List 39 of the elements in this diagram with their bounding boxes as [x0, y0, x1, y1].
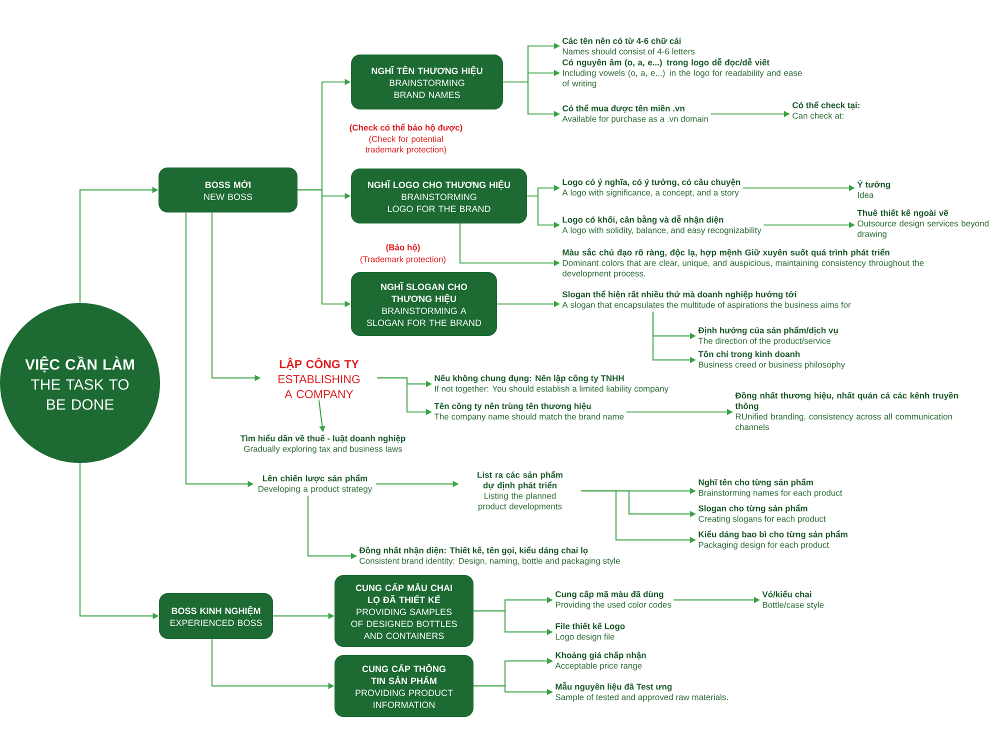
- note-text: Ý tưởng Idea: [857, 180, 890, 198]
- note-text: Vỏ/kiểu chai Bottle/case style: [762, 590, 824, 610]
- process-box: BOSS KINH NGHIỆM EXPERIENCED BOSS: [159, 592, 273, 639]
- note-text: Thuê thiết kế ngoài vẽ Outsource design services beyond drawing: [857, 209, 988, 239]
- note-text: Đồng nhất nhận diện: Thiết kế, tên gọi, kiểu dáng chai lọ Consistent brand identity: Design, naming, bottle and packaging style: [359, 546, 620, 566]
- note-text: Kiểu dáng bao bì cho từng sản phẩm Packaging design for each product: [698, 530, 848, 550]
- note-text: Có nguyên âm (o, a, e...) trong logo dễ đọc/dễ viết Including vowels (o, a, e...) in the logo for readability and ease of writing: [562, 58, 802, 88]
- process-box: NGHĨ TÊN THƯƠNG HIỆU BRAINSTORMING BRAND NAMES: [351, 54, 503, 110]
- note-text: Cung cấp mã màu đã dùng Providing the used color codes: [556, 590, 672, 610]
- note-text: Logo có ý nghĩa, có ý tưởng, có câu chuyện A logo with significance, a concept, and a story: [562, 178, 740, 198]
- note-text: Các tên nên có từ 4-6 chữ cái Names should consist of 4-6 letters: [562, 38, 695, 54]
- note-text: Có thể check tại: Can check at:: [792, 101, 860, 119]
- note-text: Khoảng giá chấp nhận Acceptable price range: [555, 652, 646, 670]
- note-text: Slogan thể hiện rất nhiều thứ mà doanh nghiệp hướng tới A slogan that encapsulates the multitude of aspirations the business aims for: [562, 290, 851, 310]
- note-text: Slogan cho từng sản phẩm Creating slogans for each product: [698, 504, 826, 524]
- note-text: Logo có khối, cân bằng và dễ nhận diện A logo with solidity, balance, and easy recognizability: [562, 215, 762, 235]
- annotation-text: (Trademark protection): [360, 256, 446, 264]
- annotation-text: (Check có thể bảo hộ được): [350, 124, 462, 132]
- note-text: Mẫu nguyên liệu đã Test ưng Sample of tested and approved raw materials.: [556, 682, 728, 702]
- note-text: Nếu không chung đụng: Nên lập công ty TNHH If not together: You should establish a limited liability company: [434, 374, 668, 394]
- note-text: Định hướng của sản phẩm/dịch vụ The direction of the product/service: [698, 326, 838, 346]
- note-text: List ra các sản phẩm dự định phát triển Listing the planned product developments: [478, 470, 562, 512]
- note-text: Tên công ty nên trùng tên thương hiệu The company name should match the brand name: [434, 402, 624, 422]
- note-text: Có thể mua được tên miền .vn Available for purchase as a .vn domain: [562, 104, 708, 124]
- note-text: Nghĩ tên cho từng sản phẩm Brainstorming names for each product: [698, 478, 842, 498]
- note-text: Đồng nhất thương hiệu, nhất quán cả các kênh truyền thông RUnified branding, consistency across all communication channels: [735, 392, 958, 430]
- annotation-text: (Check for potential trademark protection): [366, 136, 446, 154]
- annotation-text: (Bảo hộ): [386, 244, 420, 252]
- process-box: NGHĨ SLOGAN CHO THƯƠNG HIỆU BRAINSTORMING A SLOGAN FOR THE BRAND: [351, 272, 497, 336]
- note-text: Lên chiến lược sản phẩm Developing a product strategy: [258, 474, 372, 494]
- note-text: File thiết kế Logo Logo design file: [556, 622, 625, 642]
- process-box: NGHĨ LOGO CHO THƯƠNG HIỆU BRAINSTORMING LOGO FOR THE BRAND: [351, 168, 527, 224]
- note-text: Tìm hiểu dần về thuế - luật doanh nghiệp Gradually exploring tax and business laws: [240, 434, 406, 454]
- heading-text: LẬP CÔNG TY ESTABLISHING A COMPANY: [278, 358, 360, 398]
- process-box: CUNG CẤP MẪU CHAI LỌ ĐÃ THIẾT KẾ PROVIDING SAMPLES OF DESIGNED BOTTLES AND CONTAINERS: [334, 574, 474, 647]
- process-box: CUNG CẤP THÔNG TIN SẢN PHẨM PROVIDING PRODUCT INFORMATION: [334, 654, 474, 717]
- note-text: Màu sắc chủ đạo rõ ràng, độc lạ, hợp mệnh Giữ xuyên suốt quá trình phát triển Dominant colors that are clear, unique, and auspicious, maintaining consistency throughout the development process.: [562, 248, 924, 278]
- note-text: Tôn chỉ trong kinh doanh Business creed or business philosophy: [698, 350, 846, 370]
- process-box: BOSS MỚI NEW BOSS: [158, 168, 298, 212]
